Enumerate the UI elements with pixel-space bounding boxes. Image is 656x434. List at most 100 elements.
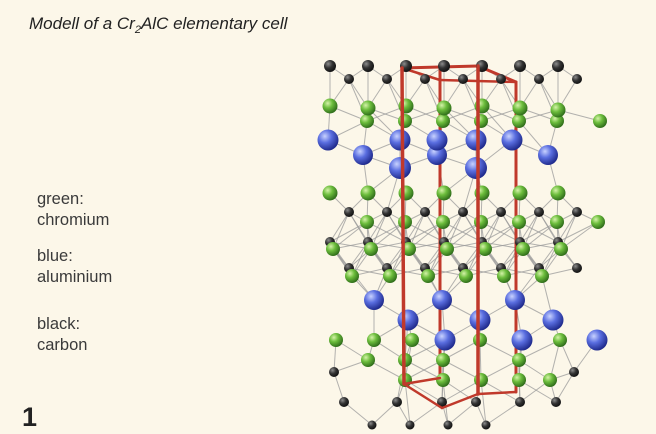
aluminium-atom [434,329,456,351]
chromium-atom [512,185,528,201]
chromium-atom [440,242,454,256]
chromium-atom [398,114,412,128]
unit-cell-edge [476,390,518,396]
aluminium-atom [469,309,491,331]
bond-line [442,339,481,361]
figure-number: 1 [22,402,38,432]
carbon-atom [481,420,491,430]
bond-line [480,379,521,403]
carbon-atom [344,207,354,217]
chromium-atom [516,242,530,256]
chromium-atom [543,373,557,387]
chromium-atom [550,114,564,128]
carbon-atom [344,74,354,84]
chromium-atom [459,269,473,283]
bond-line [343,401,373,426]
carbon-atom [534,74,544,84]
chromium-atom [535,269,549,283]
bond-line [443,221,482,243]
legend-chromium-label: chromium [37,211,110,229]
chromium-atom [326,242,340,256]
chromium-atom [322,98,338,114]
carbon-atom [471,397,481,407]
bond-line [446,221,482,250]
aluminium-atom [465,129,487,151]
bond-line [519,221,558,243]
chromium-atom [554,242,568,256]
aluminium-atom [317,129,339,151]
carbon-atom [382,74,392,84]
chromium-atom [550,215,564,229]
bond-line [480,359,520,381]
carbon-atom [438,60,450,72]
aluminium-atom [465,157,487,179]
carbon-atom [515,397,525,407]
chromium-atom [398,185,414,201]
bond-line [442,359,482,381]
aluminium-atom [432,290,452,310]
bond-line [555,371,575,403]
carbon-atom [496,74,506,84]
unit-cell-edge [402,382,444,410]
bond-line [484,221,520,250]
carbon-atom [392,397,402,407]
carbon-atom [572,207,582,217]
chromium-atom [553,333,567,347]
chromium-atom [360,100,376,116]
carbon-atom [437,397,447,407]
bond-line [408,221,444,250]
chromium-atom [436,185,452,201]
carbon-atom [443,420,453,430]
chromium-atom [364,242,378,256]
aluminium-atom [426,129,448,151]
caption-suffix: AlC elementary cell [140,14,288,33]
legend-blue-label: blue: [37,247,73,265]
figure-caption: Modell of a Cr2AlC elementary cell [29,14,288,36]
chromium-atom [512,215,526,229]
bond-line [557,221,599,243]
aluminium-atom [389,157,411,179]
aluminium-atom [505,290,525,310]
bond-line [557,211,578,243]
lattice-atoms [317,60,608,430]
carbon-atom [514,60,526,72]
aluminium-atom [586,329,608,351]
chromium-atom [345,269,359,283]
carbon-atom [339,397,349,407]
chromium-atom [512,100,528,116]
caption-prefix: Modell of a Cr [29,14,135,33]
carbon-atom [534,207,544,217]
carbon-atom [362,60,374,72]
chromium-atom [550,185,566,201]
chromium-atom [360,215,374,229]
bond-line [329,211,350,243]
unit-cell-front-edges [400,64,518,410]
bond-line [332,221,368,250]
chromium-atom [550,102,566,118]
legend-carbon: black: carbon [37,314,87,356]
chromium-atom [361,353,375,367]
bond-line [447,401,477,426]
chromium-atom [473,333,487,347]
bond-line [441,379,482,403]
aluminium-atom [538,145,558,165]
aluminium-atom [511,329,533,351]
chromium-atom [593,114,607,128]
bond-line [371,401,398,426]
bond-line [481,221,520,243]
bond-line [518,379,557,403]
chromium-atom [512,353,526,367]
chromium-atom [436,100,452,116]
aluminium-atom [542,309,564,331]
aluminium-atom [397,309,419,331]
legend-black-label: black: [37,315,81,333]
caption-subscript: 2 [134,24,141,36]
legend-chromium: green: chromium [37,189,109,231]
chromium-atom [591,215,605,229]
chromium-atom [436,114,450,128]
chromium-atom [421,269,435,283]
unit-cell-edge [402,376,442,386]
bond-line [333,371,345,403]
chromium-atom [402,242,416,256]
carbon-atom [552,60,564,72]
